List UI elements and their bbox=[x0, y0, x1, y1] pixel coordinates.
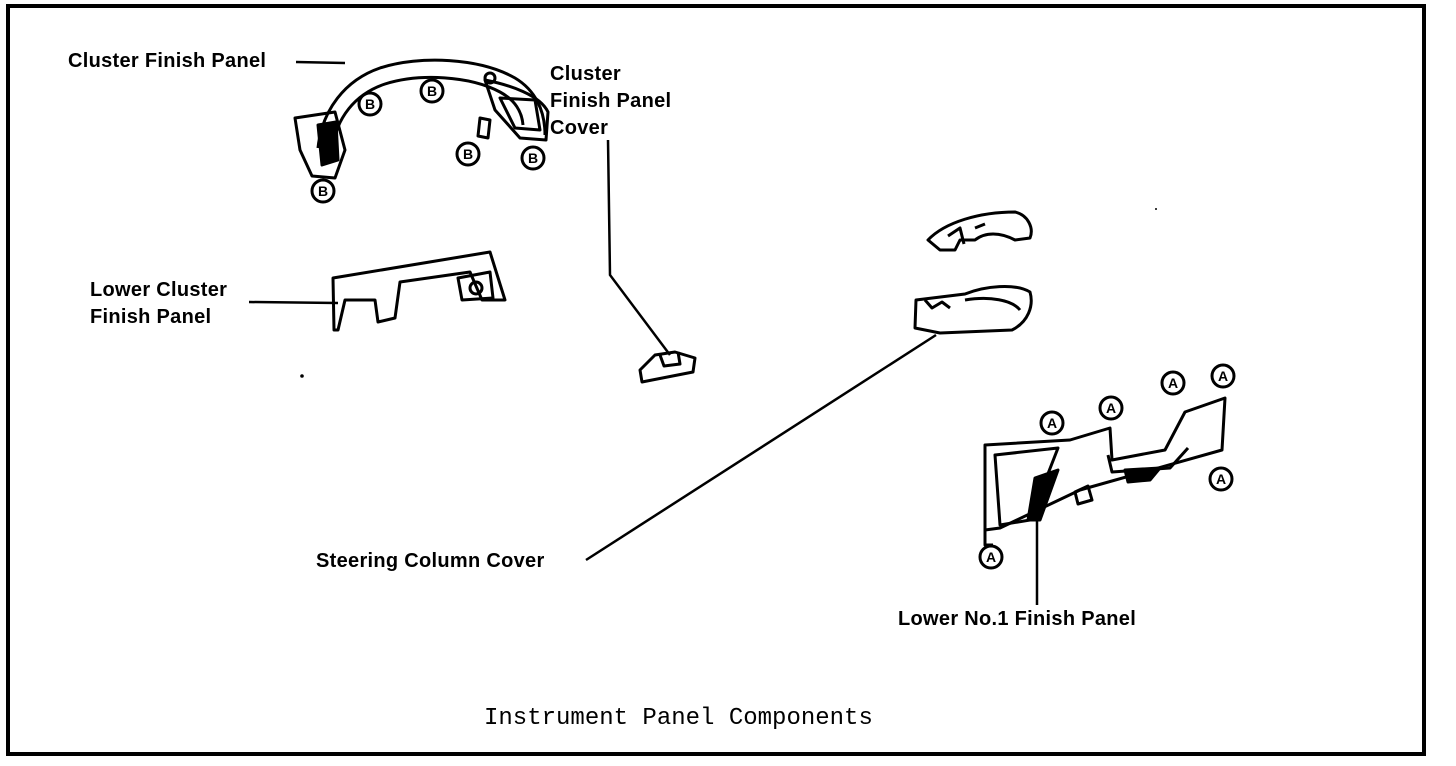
label-lower-no1-finish-panel: Lower No.1 Finish Panel bbox=[898, 608, 1137, 630]
label-line: Cover bbox=[550, 117, 609, 139]
label-line: Finish Panel bbox=[550, 90, 672, 112]
lower-cluster-finish-panel-part bbox=[331, 250, 507, 332]
cluster-finish-panel-part bbox=[293, 58, 550, 180]
lower-no1-finish-panel-part bbox=[983, 396, 1227, 547]
fastener-b-mark: B bbox=[527, 150, 539, 166]
label-cluster-finish-panel-cover: Cluster Finish Panel Cover bbox=[550, 61, 671, 142]
fastener-b-mark: B bbox=[462, 146, 474, 162]
fastener-a-mark: A bbox=[1167, 375, 1179, 391]
stray-dot bbox=[1155, 208, 1157, 210]
fastener-a-mark: A bbox=[1215, 471, 1227, 487]
fastener-b-mark: B bbox=[364, 96, 376, 112]
figure-caption: Instrument Panel Components bbox=[484, 705, 873, 732]
steering-column-cover-lower-part bbox=[913, 284, 1033, 335]
fastener-b-mark: B bbox=[317, 183, 329, 199]
label-line: Finish Panel bbox=[90, 306, 212, 328]
label-steering-column-cover: Steering Column Cover bbox=[316, 550, 545, 572]
fastener-a-mark: A bbox=[1217, 368, 1229, 384]
stray-dot bbox=[300, 374, 304, 378]
fastener-b-mark: B bbox=[426, 83, 438, 99]
cluster-finish-panel-cover-part bbox=[638, 350, 697, 384]
steering-column-cover-upper-part bbox=[926, 210, 1033, 252]
fastener-a-mark: A bbox=[1046, 415, 1058, 431]
label-line: Lower Cluster bbox=[90, 279, 228, 301]
diagram-border bbox=[6, 4, 1426, 756]
label-line: Cluster bbox=[550, 63, 622, 85]
fastener-a-mark: A bbox=[985, 549, 997, 565]
leader-lower-cluster-finish-panel bbox=[248, 300, 339, 305]
fastener-a-mark: A bbox=[1105, 400, 1117, 416]
leader-cluster-finish-panel-cover bbox=[606, 139, 671, 356]
leader-steering-column-cover bbox=[585, 333, 937, 562]
label-lower-cluster-finish-panel: Lower Cluster Finish Panel bbox=[90, 277, 227, 331]
fastener-b-group bbox=[310, 78, 546, 204]
label-cluster-finish-panel: Cluster Finish Panel bbox=[68, 50, 267, 72]
leader-cluster-finish-panel bbox=[295, 60, 346, 65]
fastener-a-group bbox=[978, 363, 1236, 570]
